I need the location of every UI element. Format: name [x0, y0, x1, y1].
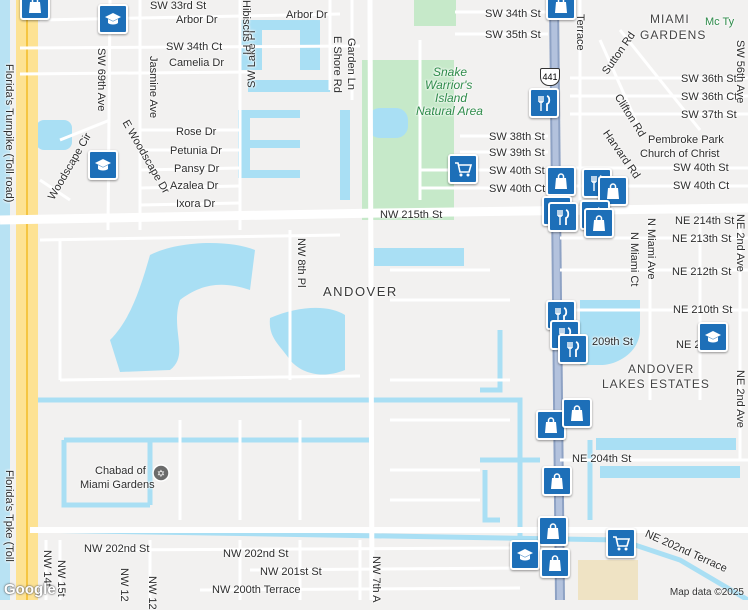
street-sw40st-b: SW 40th St	[673, 162, 729, 174]
poi-school-1-school-icon[interactable]	[98, 4, 128, 34]
poi-restaurant-3-restaurant-icon[interactable]	[548, 202, 578, 232]
street-ne212: NE 212th St	[672, 266, 732, 278]
street-pansy: Pansy Dr	[174, 163, 220, 175]
street-ne214: NE 214th St	[675, 215, 735, 227]
street-arbor-2: Arbor Dr	[286, 9, 328, 21]
poi-school-3-school-icon[interactable]	[698, 322, 728, 352]
street-sw40st-a: SW 40th St	[489, 165, 545, 177]
street-sw36st: SW 36th St	[681, 73, 737, 85]
turnpike	[16, 0, 38, 600]
poi-restaurant-1-restaurant-icon[interactable]	[529, 88, 559, 118]
street-ne204: NE 204th St	[572, 453, 632, 465]
street-sw34a: SW 34th St	[485, 8, 541, 20]
label-snake-4: Natural Area	[416, 104, 483, 118]
poi-grocery-2-grocery-cart-icon[interactable]	[606, 528, 636, 558]
street-ne2ave-b: NE 2nd Ave	[734, 370, 746, 428]
street-garden: Garden Ln	[345, 38, 357, 90]
street-ne2ave-a: NE 2nd Ave	[734, 214, 746, 272]
label-miami-gardens-2: GARDENS	[640, 28, 707, 42]
street-azalea: Azalea Dr	[170, 180, 219, 192]
park-top	[414, 0, 456, 26]
street-sw38: SW 38th St	[489, 131, 545, 143]
street-nw200t: NW 200th Terrace	[212, 584, 301, 596]
poi-school-4-school-icon[interactable]	[510, 540, 540, 570]
poi-shop-8-shopping-bag-icon[interactable]	[562, 398, 592, 428]
street-ne2-partial: NE 2	[676, 339, 701, 351]
street-sw39: SW 39th St	[489, 147, 545, 159]
google-logo: Google	[4, 581, 56, 598]
street-hibiscus: Hibiscus Pl	[240, 0, 252, 55]
street-nw215: NW 215th St	[380, 209, 443, 221]
poi-shop-11-shopping-bag-icon[interactable]	[540, 548, 570, 578]
street-arbor-1: Arbor Dr	[176, 14, 218, 26]
label-snake-1: Snake	[433, 65, 468, 79]
poi-shop-1-shopping-bag-icon[interactable]	[20, 0, 50, 20]
label-mc-partial: Mc Ty	[705, 16, 735, 28]
street-nmiamict: N Miami Ct	[628, 232, 640, 287]
street-eshore: E Shore Rd	[331, 36, 343, 93]
street-terrace: Terrace	[574, 14, 586, 51]
map-data-credit[interactable]: Map data ©2025	[669, 587, 744, 598]
street-nmiami: N Miami Ave	[645, 218, 657, 280]
label-andover-lakes-2: LAKES ESTATES	[602, 377, 710, 391]
label-miami-gardens-1: MIAMI	[650, 12, 690, 26]
street-nw202b: NW 202nd St	[223, 548, 289, 560]
street-sw69: SW 69th Ave	[95, 48, 107, 112]
street-ne213: NE 213th St	[672, 233, 732, 245]
street-nw201: NW 201st St	[260, 566, 322, 578]
label-chabad-1: Chabad of	[95, 465, 146, 477]
street-ne209: 209th St	[592, 336, 633, 348]
street-sw40ct-a: SW 40th Ct	[489, 183, 546, 195]
street-petunia: Petunia Dr	[170, 145, 222, 157]
street-nw15: NW 15t	[55, 560, 67, 597]
snake-warrior-park	[362, 60, 454, 220]
street-nw202a: NW 202nd St	[84, 543, 150, 555]
label-turnpike-2: Florida's Tpke (Toll	[3, 470, 15, 562]
street-nw7: NW 7th A	[370, 556, 382, 603]
street-sw56: SW 56th Ave	[734, 40, 746, 104]
commercial-area	[578, 560, 638, 600]
svg-text:✡: ✡	[157, 469, 165, 480]
poi-school-2-school-icon[interactable]	[88, 150, 118, 180]
poi-restaurant-7-restaurant-icon[interactable]	[558, 334, 588, 364]
street-ne210: NE 210th St	[673, 304, 733, 316]
poi-grocery-1-grocery-cart-icon[interactable]	[448, 154, 478, 184]
poi-shop-9-shopping-bag-icon[interactable]	[542, 466, 572, 496]
street-nw12b: NW 12	[146, 576, 158, 610]
label-andover: ANDOVER	[323, 284, 398, 299]
street-sw40ct-b: SW 40th Ct	[673, 180, 730, 192]
street-nw8pl: NW 8th Pl	[295, 238, 307, 288]
street-nw12: NW 12	[118, 568, 130, 602]
poi-shop-6-shopping-bag-icon[interactable]	[584, 208, 614, 238]
street-sw37: SW 37th St	[681, 109, 737, 121]
minor-roads	[19, 0, 748, 600]
label-snake-2: Warrior's	[425, 78, 473, 92]
route-441-shield: 441	[540, 68, 560, 86]
street-sw33: SW 33rd St	[150, 0, 207, 12]
poi-shop-2-shopping-bag-icon[interactable]	[546, 0, 576, 20]
street-rose: Rose Dr	[176, 126, 217, 138]
label-church-1: Pembroke Park	[648, 134, 724, 146]
label-turnpike-1: Florida's Turnpike (Toll road)	[3, 64, 15, 203]
street-camelia: Camelia Dr	[169, 57, 225, 69]
label-snake-3: Island	[435, 91, 468, 105]
label-chabad-2: Miami Gardens	[80, 479, 155, 491]
street-ixora: Ixora Dr	[176, 198, 216, 210]
poi-shop-10-shopping-bag-icon[interactable]	[538, 516, 568, 546]
street-sw34b: SW 34th Ct	[166, 41, 223, 53]
poi-shop-3-shopping-bag-icon[interactable]	[546, 166, 576, 196]
street-sw36ct: SW 36th Ct	[681, 91, 738, 103]
street-sw35: SW 35th St	[485, 29, 541, 41]
label-church-2: Church of Christ	[640, 148, 720, 160]
street-jasmine: Jasmine Ave	[147, 56, 159, 119]
label-andover-lakes-1: ANDOVER	[628, 362, 695, 376]
chabad-marker[interactable]: ✡	[152, 464, 170, 482]
